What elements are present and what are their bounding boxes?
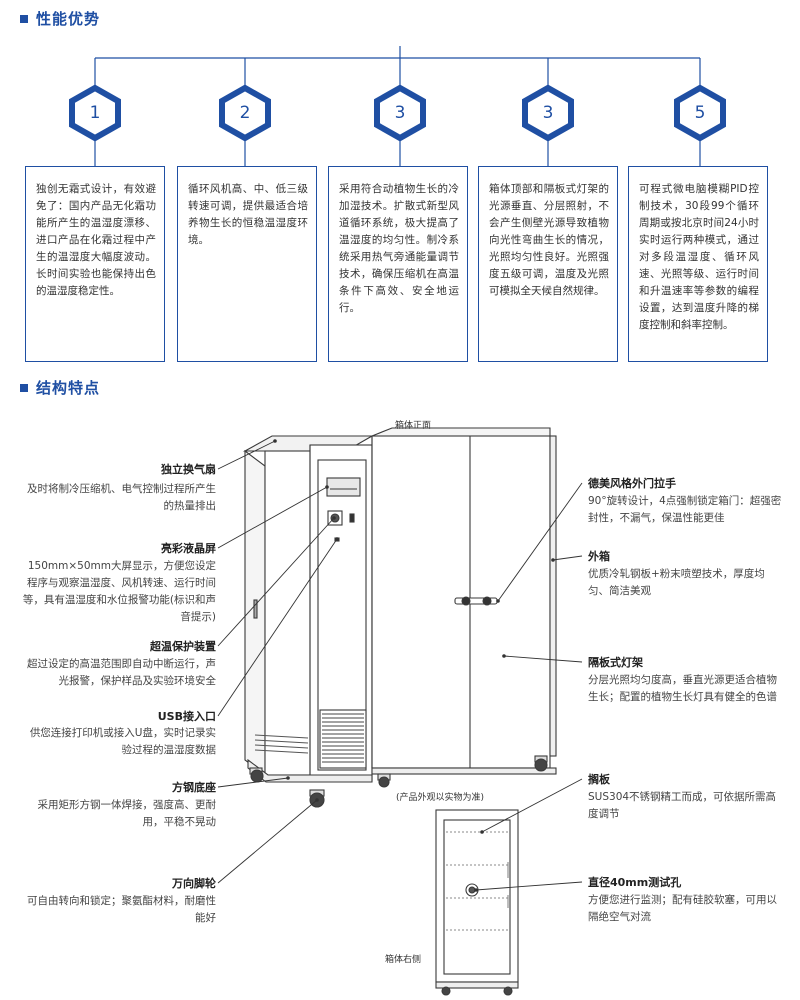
advantage-text: 采用符合动植物生长的冷加湿技术。扩散式新型风道循环系统，极大提高了温湿度的均匀性… [339,183,459,314]
chamber-diagram [217,427,583,996]
callout-fan-title: 独立换气扇 [161,463,216,476]
advantage-badge-4: 3 [524,86,572,140]
callout-caster-desc: 可自由转向和锁定；聚氨酯材料，耐磨性能好 [27,895,216,924]
advantage-box-4: 箱体顶部和隔板式灯架的光源垂直、分层照射，不会产生侧壁光源导致植物向光性弯曲生长… [478,166,618,362]
callout-light-shelf-title: 隔板式灯架 [588,656,643,669]
callout-outer-case-desc: 优质冷轧钢板+粉末喷塑技术，厚度均匀、简洁美观 [588,568,765,597]
advantage-number: 1 [89,103,101,123]
advantage-box-2: 循环风机高、中、低三级转速可调，提供最适合培养物生长的恒稳温湿度环境。 [177,166,317,362]
hex-badge-icon [374,84,426,142]
section-header-structure: 结构特点 [20,377,100,398]
advantage-text: 循环风机高、中、低三级转速可调，提供最适合培养物生长的恒稳温湿度环境。 [188,183,308,246]
callout-light-shelf-desc: 分层光照均匀度高，垂直光源更适合植物生长；配置的植物生长灯具有健全的色谱 [588,674,777,703]
callout-caster-title: 万向脚轮 [172,877,216,890]
callout-shelf-title: 搁板 [588,773,610,786]
advantage-box-3: 采用符合动植物生长的冷加湿技术。扩散式新型风道循环系统，极大提高了温湿度的均匀性… [328,166,468,362]
callout-lcd-title: 亮彩液晶屏 [161,542,216,555]
callout-base-title: 方钢底座 [172,781,216,794]
advantage-number: 3 [542,103,554,123]
advantage-box-1: 独创无霜式设计，有效避免了：国内产品无化霜功能所产生的温湿度漂移、进口产品在化霜… [25,166,165,362]
callout-handle-desc: 90°旋转设计，4点强制锁定箱门：超强密封性，不漏气，保温性能更佳 [588,495,782,524]
front-view-label: 箱体正面 [395,421,432,431]
section-title: 性能优势 [36,10,101,28]
hex-badge-icon [69,84,121,142]
callout-lcd-desc: 150mm×50mm大屏显示，方便您设定程序与观察温湿度、风机转速、运行时间等，… [22,560,216,623]
callout-usb-title: USB接入口 [157,710,216,723]
product-note: (产品外观以实物为准) [396,793,485,803]
advantage-number: 3 [394,103,406,123]
advantage-number: 5 [694,103,706,123]
section-title: 结构特点 [36,379,101,397]
callout-fan-desc: 及时将制冷压缩机、电气控制过程所产生的热量排出 [27,483,216,512]
advantage-tree-lines [69,46,726,166]
advantage-badge-3: 3 [376,86,424,140]
callout-test-hole-title: 直径40mm测试孔 [588,876,682,889]
callout-overtemp-desc: 超过设定的高温范围即自动中断运行，声光报警，保护样品及实验环境安全 [27,658,216,687]
advantage-badge-2: 2 [221,86,269,140]
callout-shelf-desc: SUS304不锈钢精工而成，可依据所需高度调节 [588,791,777,820]
hex-badge-icon [674,84,726,142]
advantage-badge-5: 5 [676,86,724,140]
hex-badge-icon [522,84,574,142]
section-header-performance: 性能优势 [20,8,100,29]
callout-overtemp-title: 超温保护装置 [150,640,216,653]
side-view-label: 箱体右侧 [385,955,422,965]
advantage-number: 2 [239,103,251,123]
hex-badge-icon [219,84,271,142]
callout-test-hole-desc: 方便您进行监测；配有硅胶软塞，可用以隔绝空气对流 [588,894,777,923]
advantage-box-5: 可程式微电脑模糊PID控制技术，30段99个循环周期或按北京时间24小时实时运行… [628,166,768,362]
steel-base [247,758,373,783]
lcd-screen [326,477,361,497]
advantage-badge-1: 1 [71,86,119,140]
advantage-text: 箱体顶部和隔板式灯架的光源垂直、分层照射，不会产生侧壁光源导致植物向光性弯曲生长… [489,183,609,297]
callout-handle-title: 德美风格外门拉手 [588,477,676,490]
callout-usb-desc: 供您连接打印机或接入U盘，实时记录实验过程的温湿度数据 [29,727,216,756]
advantage-text: 可程式微电脑模糊PID控制技术，30段99个循环周期或按北京时间24小时实时运行… [639,183,759,331]
advantage-text: 独创无霜式设计，有效避免了：国内产品无化霜功能所产生的温湿度漂移、进口产品在化霜… [36,183,156,297]
callout-base-desc: 采用矩形方钢一体焊接，强度高、更耐用，平稳不晃动 [37,799,217,828]
section-marker-icon [20,383,28,392]
vent-grille [319,709,367,769]
section-marker-icon [20,14,28,23]
callout-outer-case-title: 外箱 [588,550,610,563]
